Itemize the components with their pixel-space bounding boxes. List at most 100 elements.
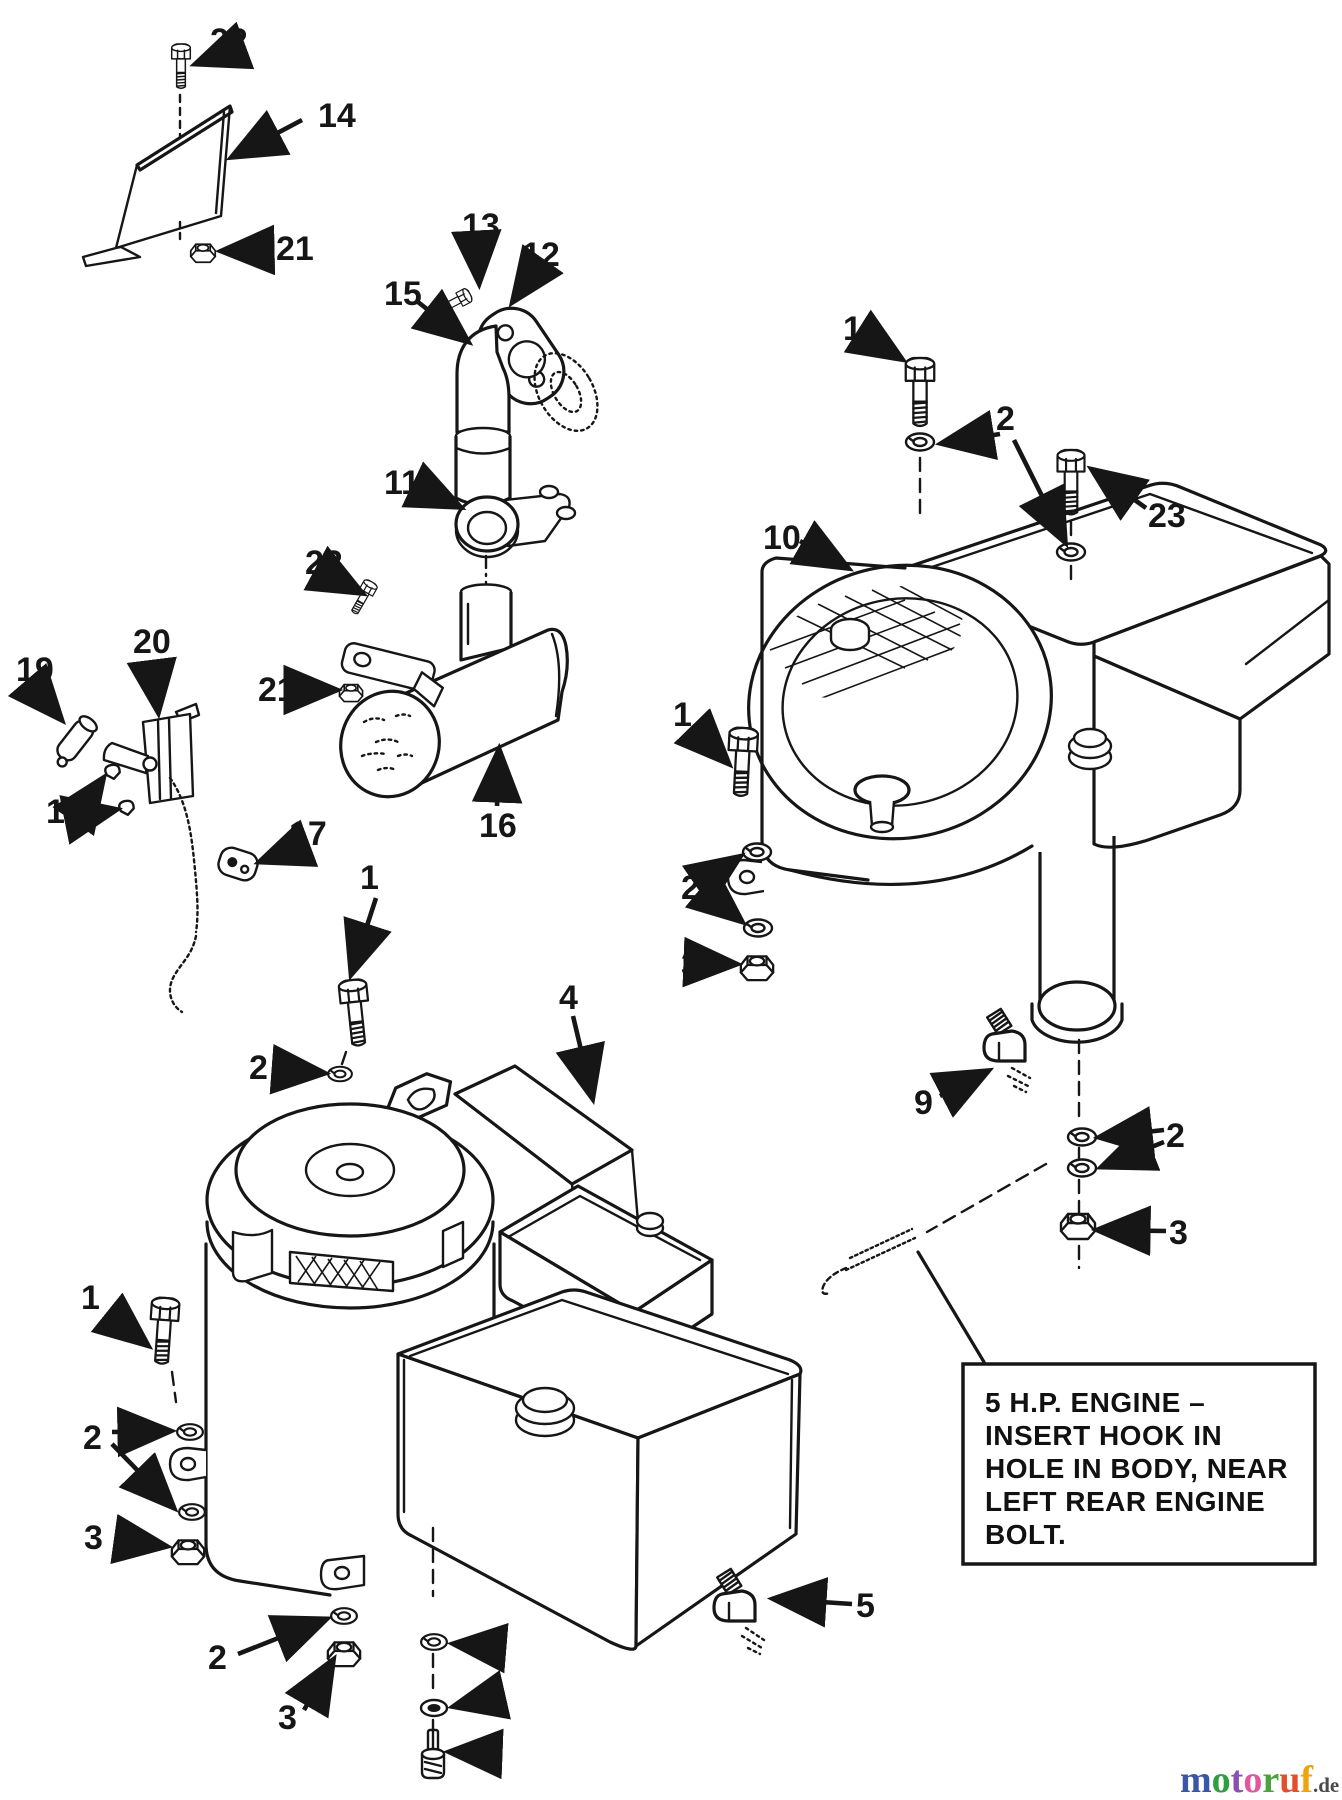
callout-15: 15 bbox=[384, 275, 474, 346]
callout-label: 20 bbox=[133, 623, 171, 661]
callout-1-e10-top: 1 bbox=[843, 309, 908, 363]
callout-7: 7 bbox=[442, 1728, 504, 1780]
callout-21-shield: 21 bbox=[214, 224, 314, 276]
callout-label: 13 bbox=[462, 207, 500, 245]
callout-label: 16 bbox=[479, 807, 517, 845]
callout-label: 5 bbox=[856, 1587, 875, 1625]
callout-label: 11 bbox=[384, 464, 420, 502]
callout-arrow bbox=[682, 936, 744, 988]
callout-label: 23 bbox=[1148, 497, 1186, 535]
callout-arrow bbox=[110, 1442, 179, 1513]
callout-arrow bbox=[410, 288, 474, 346]
callout-label: 21 bbox=[276, 230, 314, 268]
callout-arrow bbox=[555, 1015, 605, 1105]
callout-3-e10-left: 3 bbox=[681, 936, 744, 988]
callout-2-e10-left: 2 bbox=[681, 852, 748, 926]
callout-6: 6 bbox=[447, 1670, 511, 1720]
callout-label: 21 bbox=[258, 671, 296, 709]
callout-arrow bbox=[59, 795, 124, 845]
callout-arrow bbox=[446, 1622, 509, 1674]
part-19-cable-tip bbox=[56, 715, 98, 768]
callout-label: 2 bbox=[83, 1419, 102, 1457]
callout-1-e10-left: 1 bbox=[673, 696, 734, 769]
callout-arrow bbox=[843, 309, 908, 363]
part-4-engine bbox=[168, 1064, 803, 1656]
callout-label: 2 bbox=[1166, 1117, 1185, 1155]
callout-arrow bbox=[1090, 1205, 1167, 1257]
note-box: 5 H.P. ENGINE – INSERT HOOK IN HOLE IN B… bbox=[961, 1362, 1317, 1566]
callout-arrow bbox=[789, 520, 855, 572]
callout-label: 2 bbox=[249, 1049, 268, 1087]
callout-arrow bbox=[1086, 465, 1150, 521]
callout-label: 19 bbox=[16, 651, 54, 689]
callout-10: 10 bbox=[763, 519, 855, 572]
callout-label: 2 bbox=[208, 1639, 227, 1677]
callout-16: 16 bbox=[471, 742, 523, 845]
callout-11: 11 bbox=[384, 461, 467, 510]
callout-arrow bbox=[442, 1728, 504, 1780]
part-7-bolt bbox=[420, 1728, 446, 1780]
callout-label: 3 bbox=[681, 946, 700, 984]
callout-label: 4 bbox=[559, 979, 578, 1017]
callout-20: 20 bbox=[126, 623, 177, 720]
part-18-clips bbox=[104, 763, 135, 817]
callout-arrow bbox=[237, 1615, 333, 1663]
callout-label: 1 bbox=[81, 1279, 100, 1317]
callout-23: 23 bbox=[1086, 465, 1186, 535]
engine4-fasteners bbox=[146, 977, 449, 1780]
callout-arrow bbox=[7, 663, 66, 725]
callout-label: 1 bbox=[843, 310, 862, 348]
callout-arrow bbox=[111, 1406, 178, 1458]
callout-label: 12 bbox=[522, 236, 560, 274]
callout-8: 8 bbox=[446, 1622, 509, 1674]
callout-3-e4-left: 3 bbox=[84, 1513, 174, 1565]
callout-3-e4-bottom: 3 bbox=[278, 1654, 337, 1737]
callout-12: 12 bbox=[508, 236, 564, 308]
callout-13: 13 bbox=[451, 207, 502, 291]
callout-arrow bbox=[90, 1292, 154, 1350]
callout-2-e4-top: 2 bbox=[249, 1043, 332, 1095]
part-14-heat-shield bbox=[81, 43, 234, 268]
callout-label: 3 bbox=[84, 1519, 103, 1557]
callout-label: 22 bbox=[305, 544, 343, 582]
part-11-clamp-bracket bbox=[454, 484, 577, 586]
callout-arrow bbox=[269, 1043, 332, 1095]
callout-arrow bbox=[929, 1067, 995, 1118]
part-20-control-bracket bbox=[102, 702, 201, 1014]
callout-arrow bbox=[471, 742, 523, 807]
logo-wordmark: motoruf.de bbox=[1180, 1759, 1339, 1800]
callout-21-muffler: 21 bbox=[258, 664, 344, 716]
callout-9: 9 bbox=[914, 1067, 995, 1122]
callout-arrow bbox=[1092, 1106, 1165, 1157]
callout-arrow bbox=[225, 109, 304, 161]
callout-arrow bbox=[1095, 1123, 1165, 1171]
callout-22-muffler: 22 bbox=[303, 544, 369, 597]
callout-2-e10-bottom: 2 bbox=[1092, 1106, 1185, 1171]
callout-label: 9 bbox=[914, 1084, 933, 1122]
callout-arrow bbox=[126, 656, 177, 720]
callout-arrow bbox=[934, 409, 1001, 460]
callout-arrow bbox=[766, 1577, 853, 1628]
callout-17: 17 bbox=[253, 815, 327, 867]
note-line: 5 H.P. ENGINE – bbox=[985, 1387, 1205, 1418]
callout-arrow bbox=[284, 1654, 337, 1719]
callout-label: 6 bbox=[483, 1682, 502, 1720]
part-6-lockwasher bbox=[419, 1698, 449, 1718]
engine10-fasteners bbox=[725, 356, 1098, 1364]
callout-label: 8 bbox=[484, 1629, 503, 1667]
callout-arrow bbox=[253, 819, 319, 867]
callout-label: 1 bbox=[360, 859, 379, 897]
callout-arrow bbox=[1011, 438, 1069, 549]
logo-tld: .de bbox=[1313, 1773, 1339, 1797]
callout-22-shield: 22 bbox=[189, 21, 255, 70]
callout-label: 3 bbox=[1169, 1214, 1188, 1252]
callout-arrow bbox=[508, 244, 564, 308]
callout-arrow bbox=[684, 868, 748, 926]
part-10-engine bbox=[726, 481, 1331, 1044]
callout-2-e4-bottom: 2 bbox=[208, 1615, 333, 1677]
callout-1-e4-left: 1 bbox=[81, 1279, 154, 1350]
callout-4: 4 bbox=[555, 979, 605, 1105]
callout-label: 1 bbox=[673, 696, 692, 734]
